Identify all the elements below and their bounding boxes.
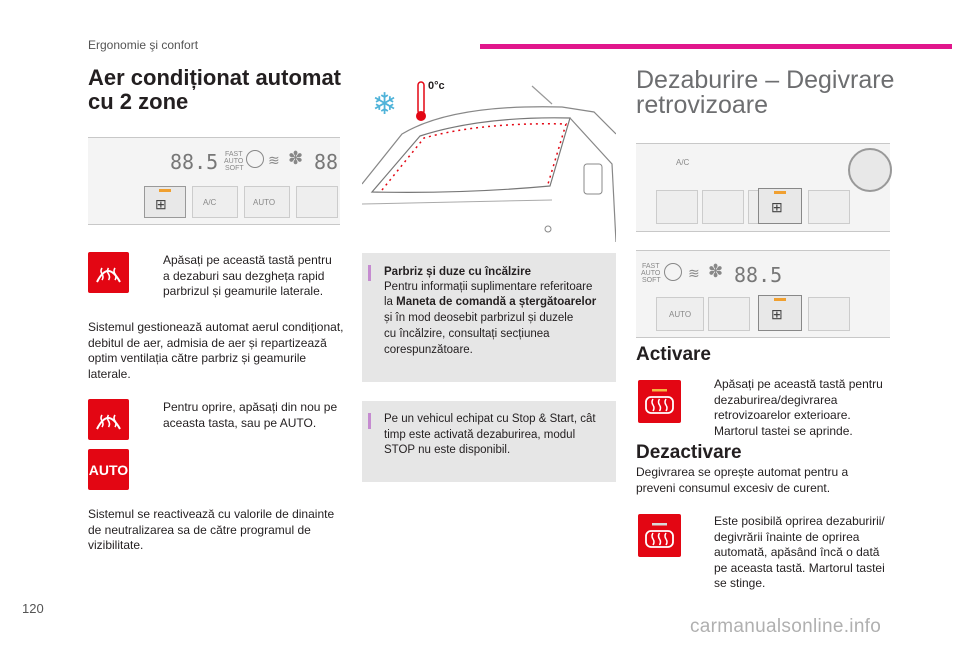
temp-display-left: 88.5 bbox=[170, 150, 219, 174]
page-number: 120 bbox=[22, 601, 44, 616]
defrost-led bbox=[159, 189, 171, 192]
info-line-2: la Maneta de comandă a ștergătoarelor bbox=[384, 295, 596, 311]
blank-button-right bbox=[808, 190, 850, 224]
info-line-3: și în mod deosebit parbrizul și duzele bbox=[384, 312, 574, 324]
mirror-defrost-icon-2: ⊞ bbox=[771, 306, 783, 322]
right-title: Dezaburire – Degivrare retrovizoare bbox=[636, 66, 895, 119]
info-box-stop-start: Pe un vehicul echipat cu Stop & Start, c… bbox=[362, 401, 616, 482]
dial-knob bbox=[848, 148, 892, 192]
info-title: Parbriz și duze cu încălzire bbox=[384, 266, 531, 278]
ac-button: A/C bbox=[192, 186, 238, 218]
ac-label: A/C bbox=[203, 198, 217, 207]
fan-icon: ✽ bbox=[288, 148, 304, 168]
section-header: Ergonomie şi confort bbox=[88, 38, 199, 52]
ac-label-panel: A/C bbox=[676, 158, 690, 167]
info-accent-bar bbox=[368, 265, 371, 281]
mirror-defrost-icon: ⊞ bbox=[771, 199, 783, 215]
fast-label: FAST bbox=[225, 151, 243, 158]
windscreen-heating-image: ❄ bbox=[361, 74, 617, 243]
bullet-text: Este posibilă oprirea dezaburirii/ degiv… bbox=[714, 514, 885, 590]
climate-panel-left: 88.5 FAST AUTO SOFT ≋ ✽ 88 ⊞ A/C AUTO bbox=[88, 137, 340, 225]
info-box-heated-windscreen: Parbriz și duze cu încălzire Pentru info… bbox=[362, 253, 616, 382]
auto-button-icon: AUTO bbox=[88, 449, 129, 490]
mirror-defrost-button-on bbox=[638, 380, 681, 423]
temperature-label: 0°c bbox=[428, 80, 445, 92]
info-line-2-bold: Maneta de comandă a ștergătoarelor bbox=[396, 296, 597, 308]
auto-label-right: AUTO bbox=[641, 270, 661, 277]
dezactivare-heading: Dezactivare bbox=[636, 442, 742, 463]
auto-button-panel: AUTO bbox=[244, 186, 290, 218]
mirror-defrost-button-panel: ⊞ bbox=[758, 188, 802, 224]
soft-label-right: SOFT bbox=[642, 277, 661, 284]
climate-panel-right-1: A/C ⊞ bbox=[636, 143, 892, 232]
section-accent-bar bbox=[480, 44, 952, 49]
rear-screen-defrost-icon bbox=[645, 523, 674, 548]
recirculation-icon bbox=[246, 150, 264, 168]
auto-panel-label: AUTO bbox=[253, 198, 276, 207]
windscreen-defrost-icon bbox=[96, 267, 121, 283]
defrost-windscreen-button bbox=[88, 252, 129, 293]
recirculation-icon-right bbox=[664, 263, 682, 281]
blank-button-right-3 bbox=[808, 297, 850, 331]
rear-screen-defrost-icon bbox=[645, 389, 674, 414]
activare-heading: Activare bbox=[636, 344, 711, 365]
left-title: Aer condiționat automat cu 2 zone bbox=[88, 65, 342, 114]
defrost-windscreen-button-2 bbox=[88, 399, 129, 440]
mirror-defrost-button-panel-2: ⊞ bbox=[758, 295, 802, 331]
windscreen-illustration: ❄ 0°c bbox=[361, 74, 617, 243]
windscreen-air-icon: ≋ bbox=[268, 152, 280, 168]
dezactivare-paragraph: Degivrarea se oprește automat pentru a p… bbox=[636, 465, 849, 495]
fast-label-right: FAST bbox=[642, 263, 660, 270]
info-line-4: cu încălzire, consultați secțiunea bbox=[384, 328, 550, 340]
info-stop-start-text: Pe un vehicul echipat cu Stop & Start, c… bbox=[384, 413, 596, 456]
bullet-text: Pentru oprire, apăsați din nou pe aceast… bbox=[163, 400, 338, 430]
bullet-text: Apăsați pe această tastă pentru a dezabu… bbox=[163, 253, 332, 298]
blank-button-right-2 bbox=[708, 297, 750, 331]
info-line-5: corespunzătoare. bbox=[384, 344, 473, 356]
soft-label: SOFT bbox=[225, 165, 244, 172]
watermark: carmanualsonline.info bbox=[690, 616, 882, 637]
climate-panel-right-2: FAST AUTO SOFT ≋ ✽ 88.5 AUTO ⊞ bbox=[636, 250, 890, 338]
temp-display-right-panel: 88.5 bbox=[734, 263, 783, 287]
windscreen-air-icon-right: ≋ bbox=[688, 265, 700, 281]
windscreen-defrost-icon bbox=[96, 414, 121, 430]
auto-label: AUTO bbox=[224, 158, 244, 165]
defrost-icon: ⊞ bbox=[155, 196, 167, 212]
mirror-defrost-led-2 bbox=[774, 298, 786, 301]
mirror-defrost-button-off bbox=[638, 514, 681, 557]
temp-display-right: 88 bbox=[314, 150, 339, 174]
air-mode-button-2 bbox=[702, 190, 744, 224]
auto-button-right-panel: AUTO bbox=[656, 297, 704, 331]
info-line-1: Pentru informații suplimentare referitoa… bbox=[384, 281, 593, 293]
info-line-2-prefix: la bbox=[384, 296, 397, 308]
blank-button-panel bbox=[296, 186, 338, 218]
air-mode-button-1 bbox=[656, 190, 698, 224]
mirror-defrost-led bbox=[774, 191, 786, 194]
defrost-button-panel: ⊞ bbox=[144, 186, 186, 218]
auto-right-label: AUTO bbox=[669, 310, 692, 319]
left-paragraph-2: Sistemul se reactivează cu valorile de d… bbox=[88, 507, 335, 552]
bullet-text: Apăsați pe această tastă pentru dezaburi… bbox=[714, 377, 883, 438]
info-accent-bar bbox=[368, 413, 371, 429]
fan-icon-right: ✽ bbox=[708, 261, 724, 281]
left-paragraph-1: Sistemul gestionează automat aerul condi… bbox=[88, 320, 344, 381]
snowflake-icon: ❄ bbox=[372, 88, 397, 121]
